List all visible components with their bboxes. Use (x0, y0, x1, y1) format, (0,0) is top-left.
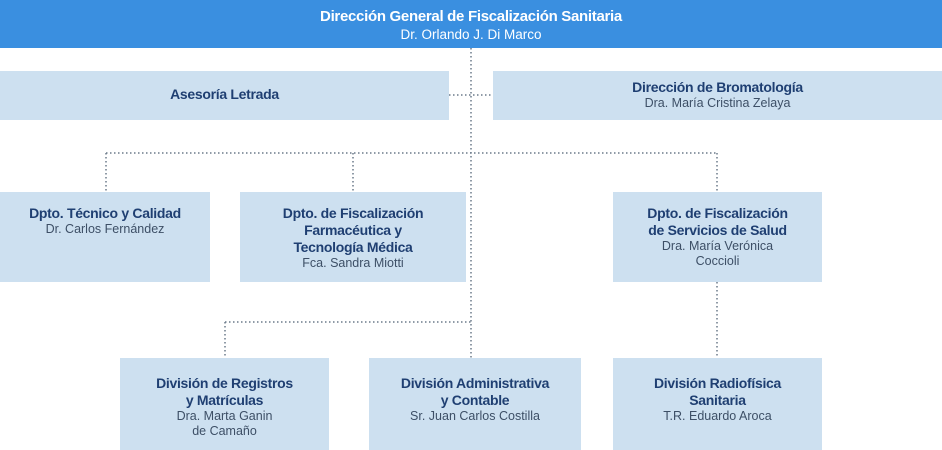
bromatologia-box: Dirección de Bromatología Dra. María Cri… (493, 71, 942, 120)
dept-tecnico-name: Dr. Carlos Fernández (45, 222, 165, 236)
div-administrativa-box: División Administrativa y Contable Sr. J… (369, 358, 581, 450)
director-box: Dirección General de Fiscalización Sanit… (0, 0, 942, 48)
div-radiofisica-title: División Radiofísica Sanitaria (653, 375, 782, 408)
asesoria-box: Asesoría Letrada (0, 71, 449, 120)
dept-servicios-box: Dpto. de Fiscalización de Servicios de S… (613, 192, 822, 282)
div-radiofisica-box: División Radiofísica Sanitaria T.R. Edua… (613, 358, 822, 450)
dept-tecnico-title: Dpto. Técnico y Calidad (29, 205, 181, 221)
div-registros-title: División de Registros y Matrículas (156, 375, 293, 408)
director-name: Dr. Orlando J. Di Marco (400, 27, 542, 42)
dept-servicios-name: Dra. María Verónica Coccioli (661, 239, 774, 268)
dept-farmaceutica-box: Dpto. de Fiscalización Farmacéutica y Te… (240, 192, 466, 282)
director-title: Dirección General de Fiscalización Sanit… (320, 8, 622, 25)
dept-farmaceutica-title: Dpto. de Fiscalización Farmacéutica y Te… (282, 205, 424, 255)
dept-farmaceutica-name: Fca. Sandra Miotti (302, 256, 404, 270)
div-registros-box: División de Registros y Matrículas Dra. … (120, 358, 329, 450)
bromatologia-title: Dirección de Bromatología (632, 79, 803, 95)
div-radiofisica-name: T.R. Eduardo Aroca (663, 409, 772, 423)
bromatologia-name: Dra. María Cristina Zelaya (644, 96, 791, 110)
dept-tecnico-box: Dpto. Técnico y Calidad Dr. Carlos Ferná… (0, 192, 210, 282)
div-registros-name: Dra. Marta Ganin de Camaño (176, 409, 273, 438)
div-administrativa-title: División Administrativa y Contable (400, 375, 550, 408)
div-administrativa-name: Sr. Juan Carlos Costilla (410, 409, 540, 423)
asesoria-title: Asesoría Letrada (170, 86, 279, 102)
dept-servicios-title: Dpto. de Fiscalización de Servicios de S… (647, 205, 788, 238)
